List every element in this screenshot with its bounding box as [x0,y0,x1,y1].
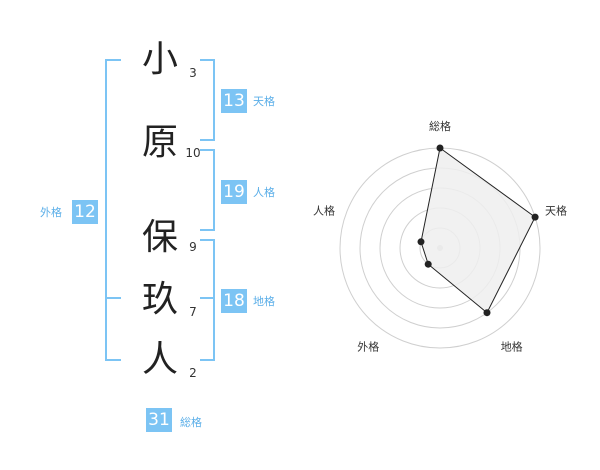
name-char-3: 保 [141,217,178,258]
stroke-count-3: 9 [189,240,197,254]
name-char-5: 人 [141,339,178,380]
radar-axis-label-2: 天格 [545,203,567,217]
soukaku-value-badge: 31 [146,408,172,432]
tenkaku-label: 天格 [253,95,275,108]
chikaku-bracket [200,239,215,361]
radar-axis-label-5: 人格 [313,203,335,217]
stroke-count-1: 3 [189,66,197,80]
stroke-count-2: 10 [185,146,201,160]
stroke-count-5: 2 [189,366,197,380]
radar-points [417,144,539,317]
radar-axis-label-3: 地格 [501,340,523,354]
chikaku-value-badge: 18 [221,289,247,313]
radar-axis-label-4: 外格 [357,340,379,354]
radar-polygon-group [420,147,536,314]
soukaku-label: 総格 [180,416,202,429]
name-char-1: 小 [141,39,178,80]
radar-series-polygon [420,147,536,314]
tenkaku-bracket [200,59,215,141]
name-char-2: 原 [141,122,178,163]
radar-point-2 [531,213,539,221]
radar-point-3 [483,309,491,317]
radar-point-5 [417,238,425,246]
jinkaku-value-badge: 19 [221,180,247,204]
radar-point-1 [436,144,444,152]
jinkaku-bracket [200,149,215,231]
chikaku-label: 地格 [253,295,275,308]
radar-point-4 [424,260,432,268]
gaikaku-label: 外格 [40,206,62,219]
tenkaku-value-badge: 13 [221,89,247,113]
gaikaku-value-badge: 12 [72,200,98,224]
jinkaku-label: 人格 [253,186,275,199]
radar-axis-label-1: 総格 [429,119,451,133]
name-char-4: 玖 [141,279,178,320]
stroke-count-4: 7 [189,305,197,319]
gaikaku-bracket [105,59,121,361]
